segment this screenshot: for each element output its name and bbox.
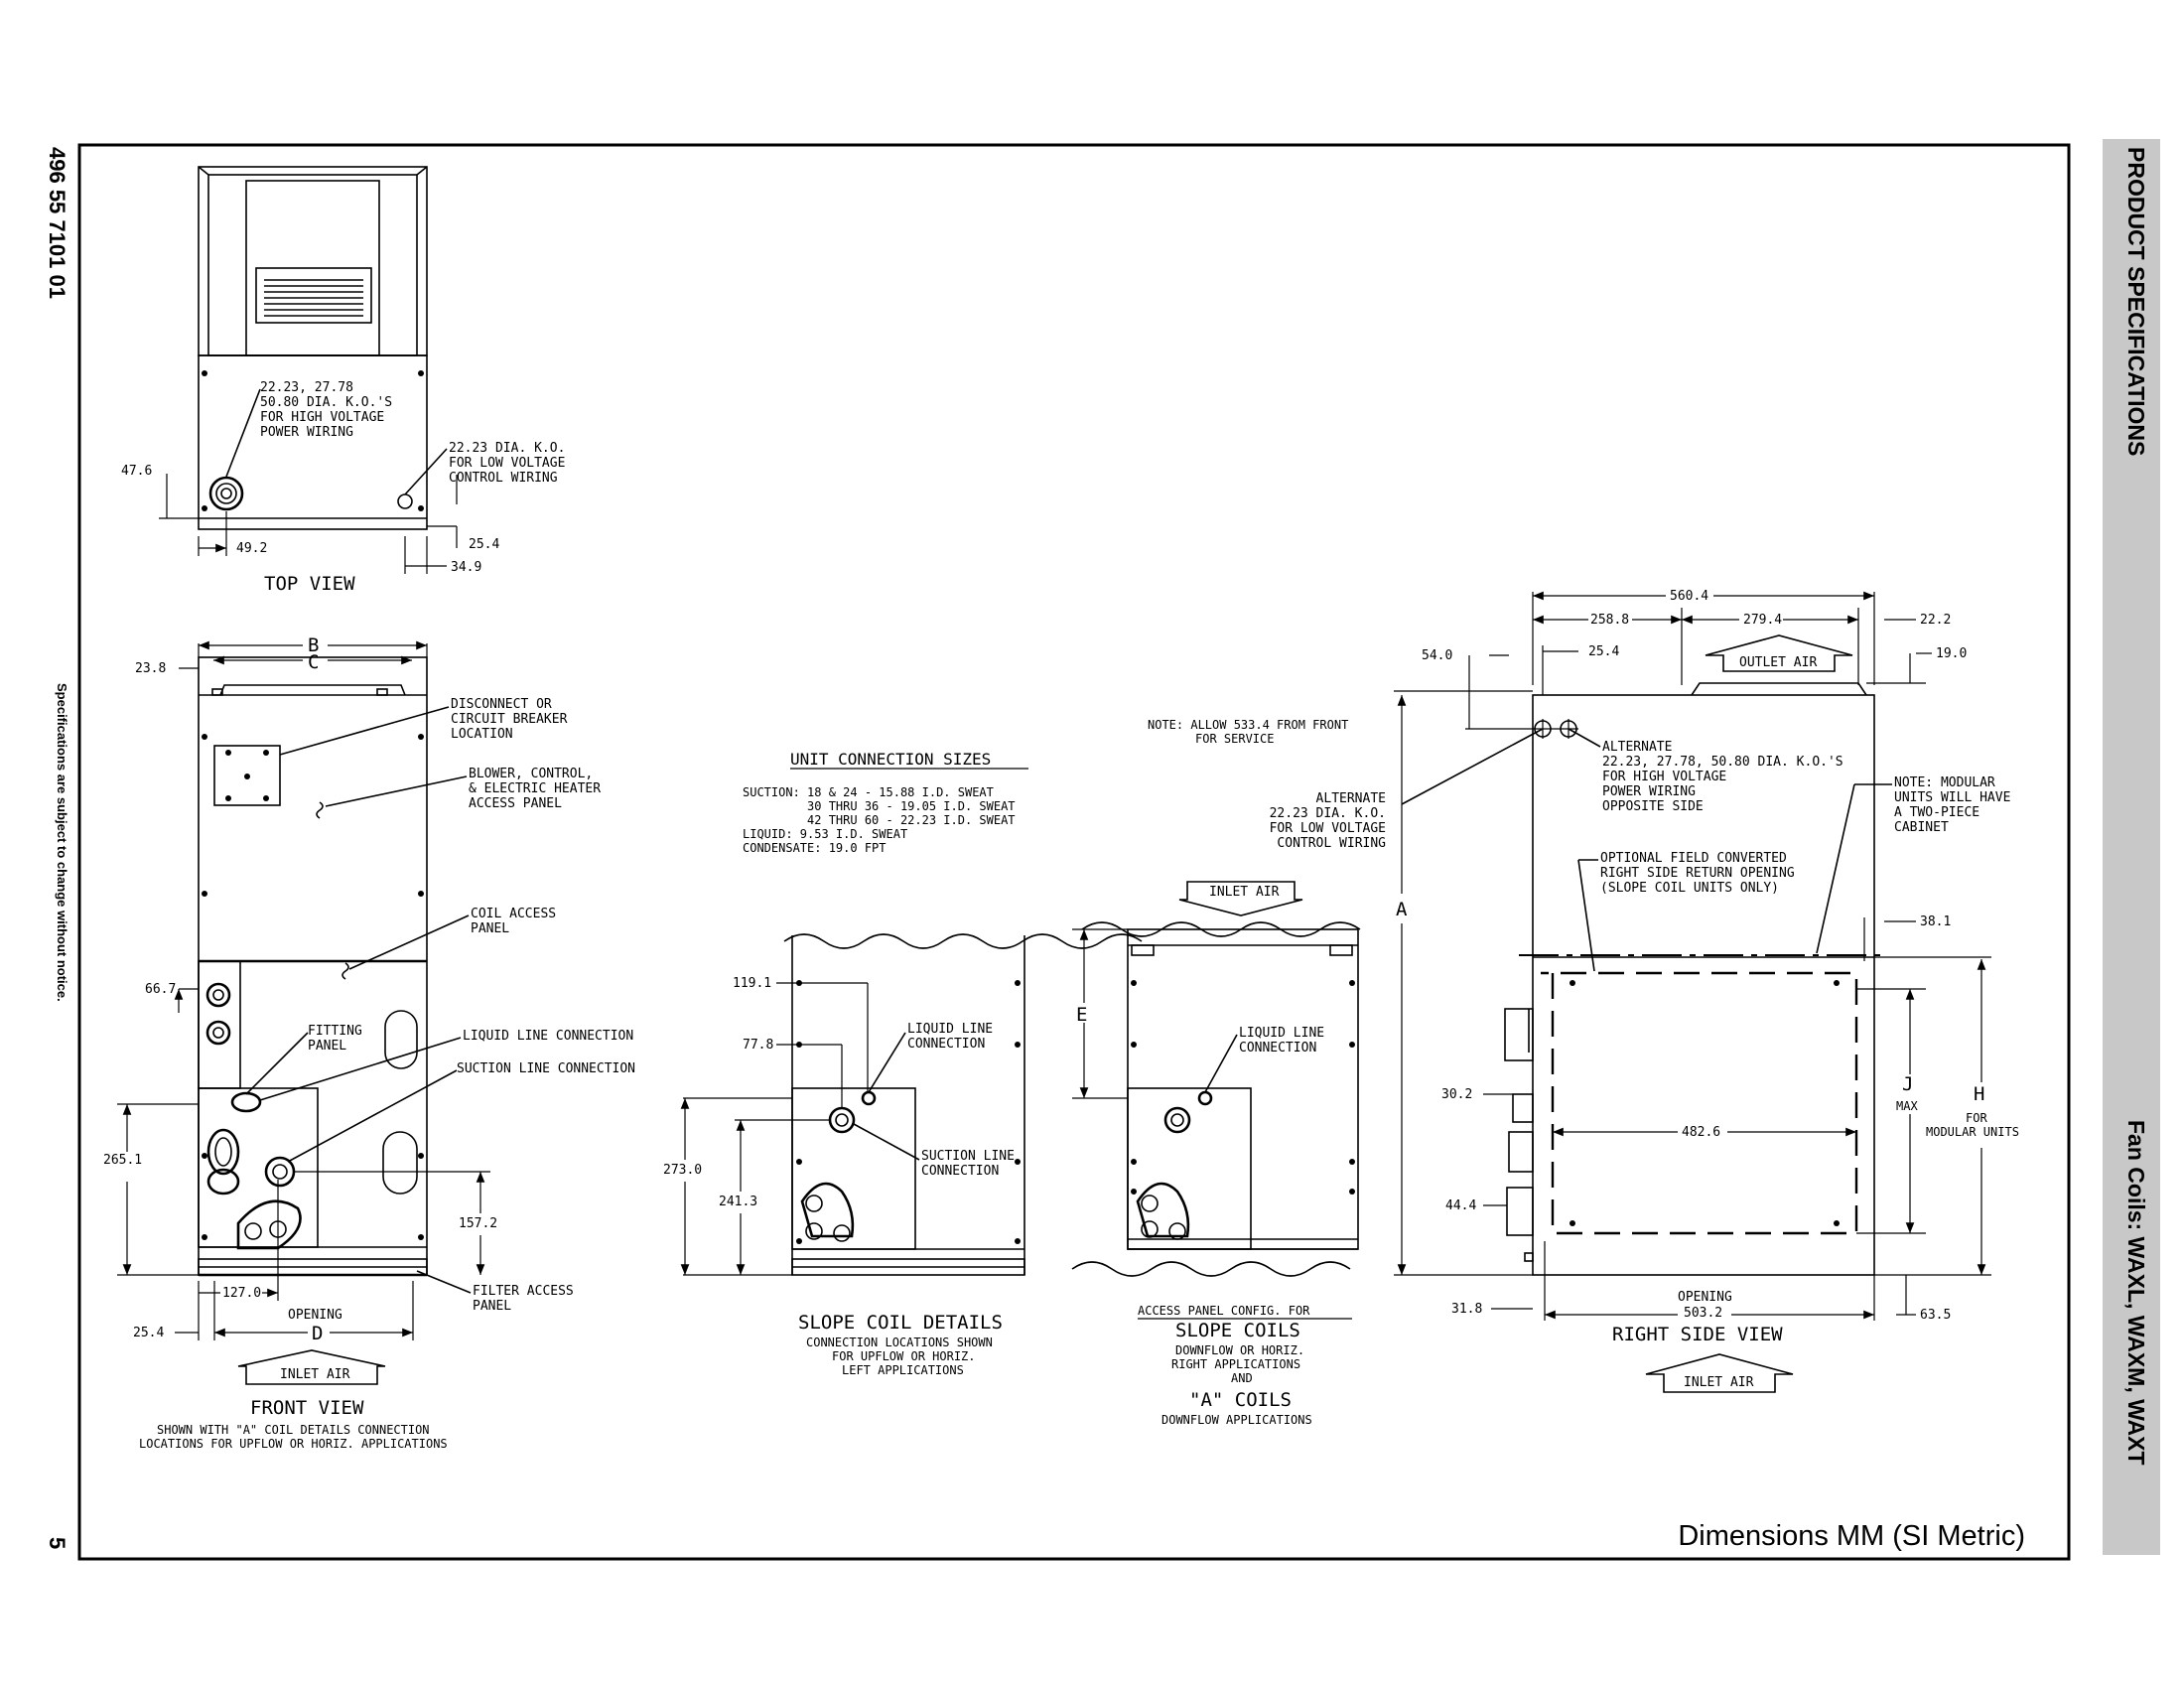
front-view-title: FRONT VIEW bbox=[250, 1397, 364, 1419]
front-inlet-air: INLET AIR bbox=[280, 1367, 350, 1382]
dim-label-h: H bbox=[1974, 1083, 1984, 1105]
dim-77-8: 77.8 bbox=[743, 1038, 773, 1053]
dim-482-6: 482.6 bbox=[1682, 1125, 1720, 1140]
dim-279-4: 279.4 bbox=[1743, 613, 1782, 628]
right-side-view: OUTLET AIR 560.4 258.8 279.4 22.2 54.0 bbox=[1270, 589, 2019, 1393]
lv-note-line: 22.23 DIA. K.O. bbox=[449, 441, 565, 456]
svg-text:DOWNFLOW APPLICATIONS: DOWNFLOW APPLICATIONS bbox=[1161, 1413, 1312, 1427]
dim-63-5: 63.5 bbox=[1920, 1308, 1951, 1323]
fitting-port-icon bbox=[205, 982, 231, 1008]
dim-label-b: B bbox=[308, 634, 319, 656]
dim-47-6: 47.6 bbox=[121, 464, 152, 479]
sidebar-band bbox=[2103, 139, 2160, 1555]
svg-text:MAX: MAX bbox=[1896, 1099, 1918, 1113]
outlet-air-label: OUTLET AIR bbox=[1739, 655, 1817, 670]
dim-49-2: 49.2 bbox=[236, 541, 267, 556]
svg-text:SHOWN WITH "A" COIL DETAILS CO: SHOWN WITH "A" COIL DETAILS CONNECTIONLO… bbox=[139, 1423, 448, 1451]
dim-label-c: C bbox=[308, 651, 319, 673]
hv-note-line: 22.23, 27.78 bbox=[260, 380, 353, 395]
dim-273-0: 273.0 bbox=[663, 1163, 702, 1178]
suction-port-icon bbox=[264, 1156, 296, 1188]
page-frame bbox=[77, 143, 2071, 1561]
dim-54-0: 54.0 bbox=[1422, 648, 1452, 663]
dim-44-4: 44.4 bbox=[1445, 1198, 1476, 1213]
dim-560-4: 560.4 bbox=[1670, 589, 1708, 604]
dim-241-3: 241.3 bbox=[719, 1195, 757, 1209]
svg-text:OPENING: OPENING bbox=[1678, 1290, 1732, 1305]
connection-sizes-table: UNIT CONNECTION SIZES SUCTION: 18 & 24 -… bbox=[743, 750, 1028, 855]
dim-label-j: J bbox=[1902, 1073, 1913, 1095]
svg-text:OPENING: OPENING bbox=[288, 1308, 342, 1323]
dim-157-2: 157.2 bbox=[459, 1216, 497, 1231]
dim-503-2: 503.2 bbox=[1684, 1306, 1722, 1321]
svg-text:"A" COILS: "A" COILS bbox=[1189, 1389, 1292, 1411]
front-liquid-label: LIQUID LINE CONNECTION bbox=[463, 1029, 633, 1044]
dim-34-9: 34.9 bbox=[451, 560, 481, 575]
hv-knockout-icon bbox=[208, 476, 244, 511]
dim-22-2: 22.2 bbox=[1920, 613, 1951, 628]
svg-text:SLOPE COILS: SLOPE COILS bbox=[1175, 1320, 1300, 1341]
dim-25-4-front: 25.4 bbox=[133, 1326, 164, 1340]
dim-19-0: 19.0 bbox=[1936, 646, 1967, 661]
connection-sizes-title: UNIT CONNECTION SIZES bbox=[790, 750, 991, 769]
dim-119-1: 119.1 bbox=[733, 976, 771, 991]
dim-label-e: E bbox=[1076, 1004, 1087, 1026]
dim-23-8: 23.8 bbox=[135, 661, 166, 676]
dim-label-d: D bbox=[312, 1323, 323, 1344]
dim-258-8: 258.8 bbox=[1590, 613, 1629, 628]
dim-265-1: 265.1 bbox=[103, 1153, 142, 1168]
dim-66-7: 66.7 bbox=[145, 982, 176, 997]
front-suction-label: SUCTION LINE CONNECTION bbox=[457, 1061, 635, 1076]
disconnect-plate bbox=[213, 745, 281, 806]
dim-31-8: 31.8 bbox=[1451, 1302, 1482, 1317]
right-inlet-air: INLET AIR bbox=[1684, 1375, 1754, 1390]
dim-25-4: 25.4 bbox=[469, 537, 499, 552]
right-side-view-title: RIGHT SIDE VIEW bbox=[1612, 1324, 1783, 1345]
access-inlet-air: INLET AIR bbox=[1209, 885, 1280, 900]
access-panel-title: ACCESS PANEL CONFIG. FOR bbox=[1138, 1304, 1310, 1318]
svg-text:BLOWER, CONTROL,& ELECTRIC HEA: BLOWER, CONTROL,& ELECTRIC HEATERACCESS … bbox=[469, 767, 601, 811]
slope-coil-title: SLOPE COIL DETAILS bbox=[798, 1312, 1003, 1334]
dim-label-a: A bbox=[1396, 899, 1408, 920]
dim-25-4-side: 25.4 bbox=[1588, 644, 1619, 659]
dim-127-0: 127.0 bbox=[222, 1286, 261, 1301]
lv-knockout-icon bbox=[397, 493, 413, 509]
units-caption: Dimensions MM (SI Metric) bbox=[1678, 1520, 2025, 1552]
svg-text:SUCTION: 18 & 24 - 15.88 I.D.: SUCTION: 18 & 24 - 15.88 I.D. SWEAT 30 T… bbox=[743, 785, 1016, 855]
top-view-title: TOP VIEW bbox=[264, 573, 355, 595]
dim-38-1: 38.1 bbox=[1920, 914, 1951, 929]
dim-30-2: 30.2 bbox=[1441, 1087, 1472, 1102]
